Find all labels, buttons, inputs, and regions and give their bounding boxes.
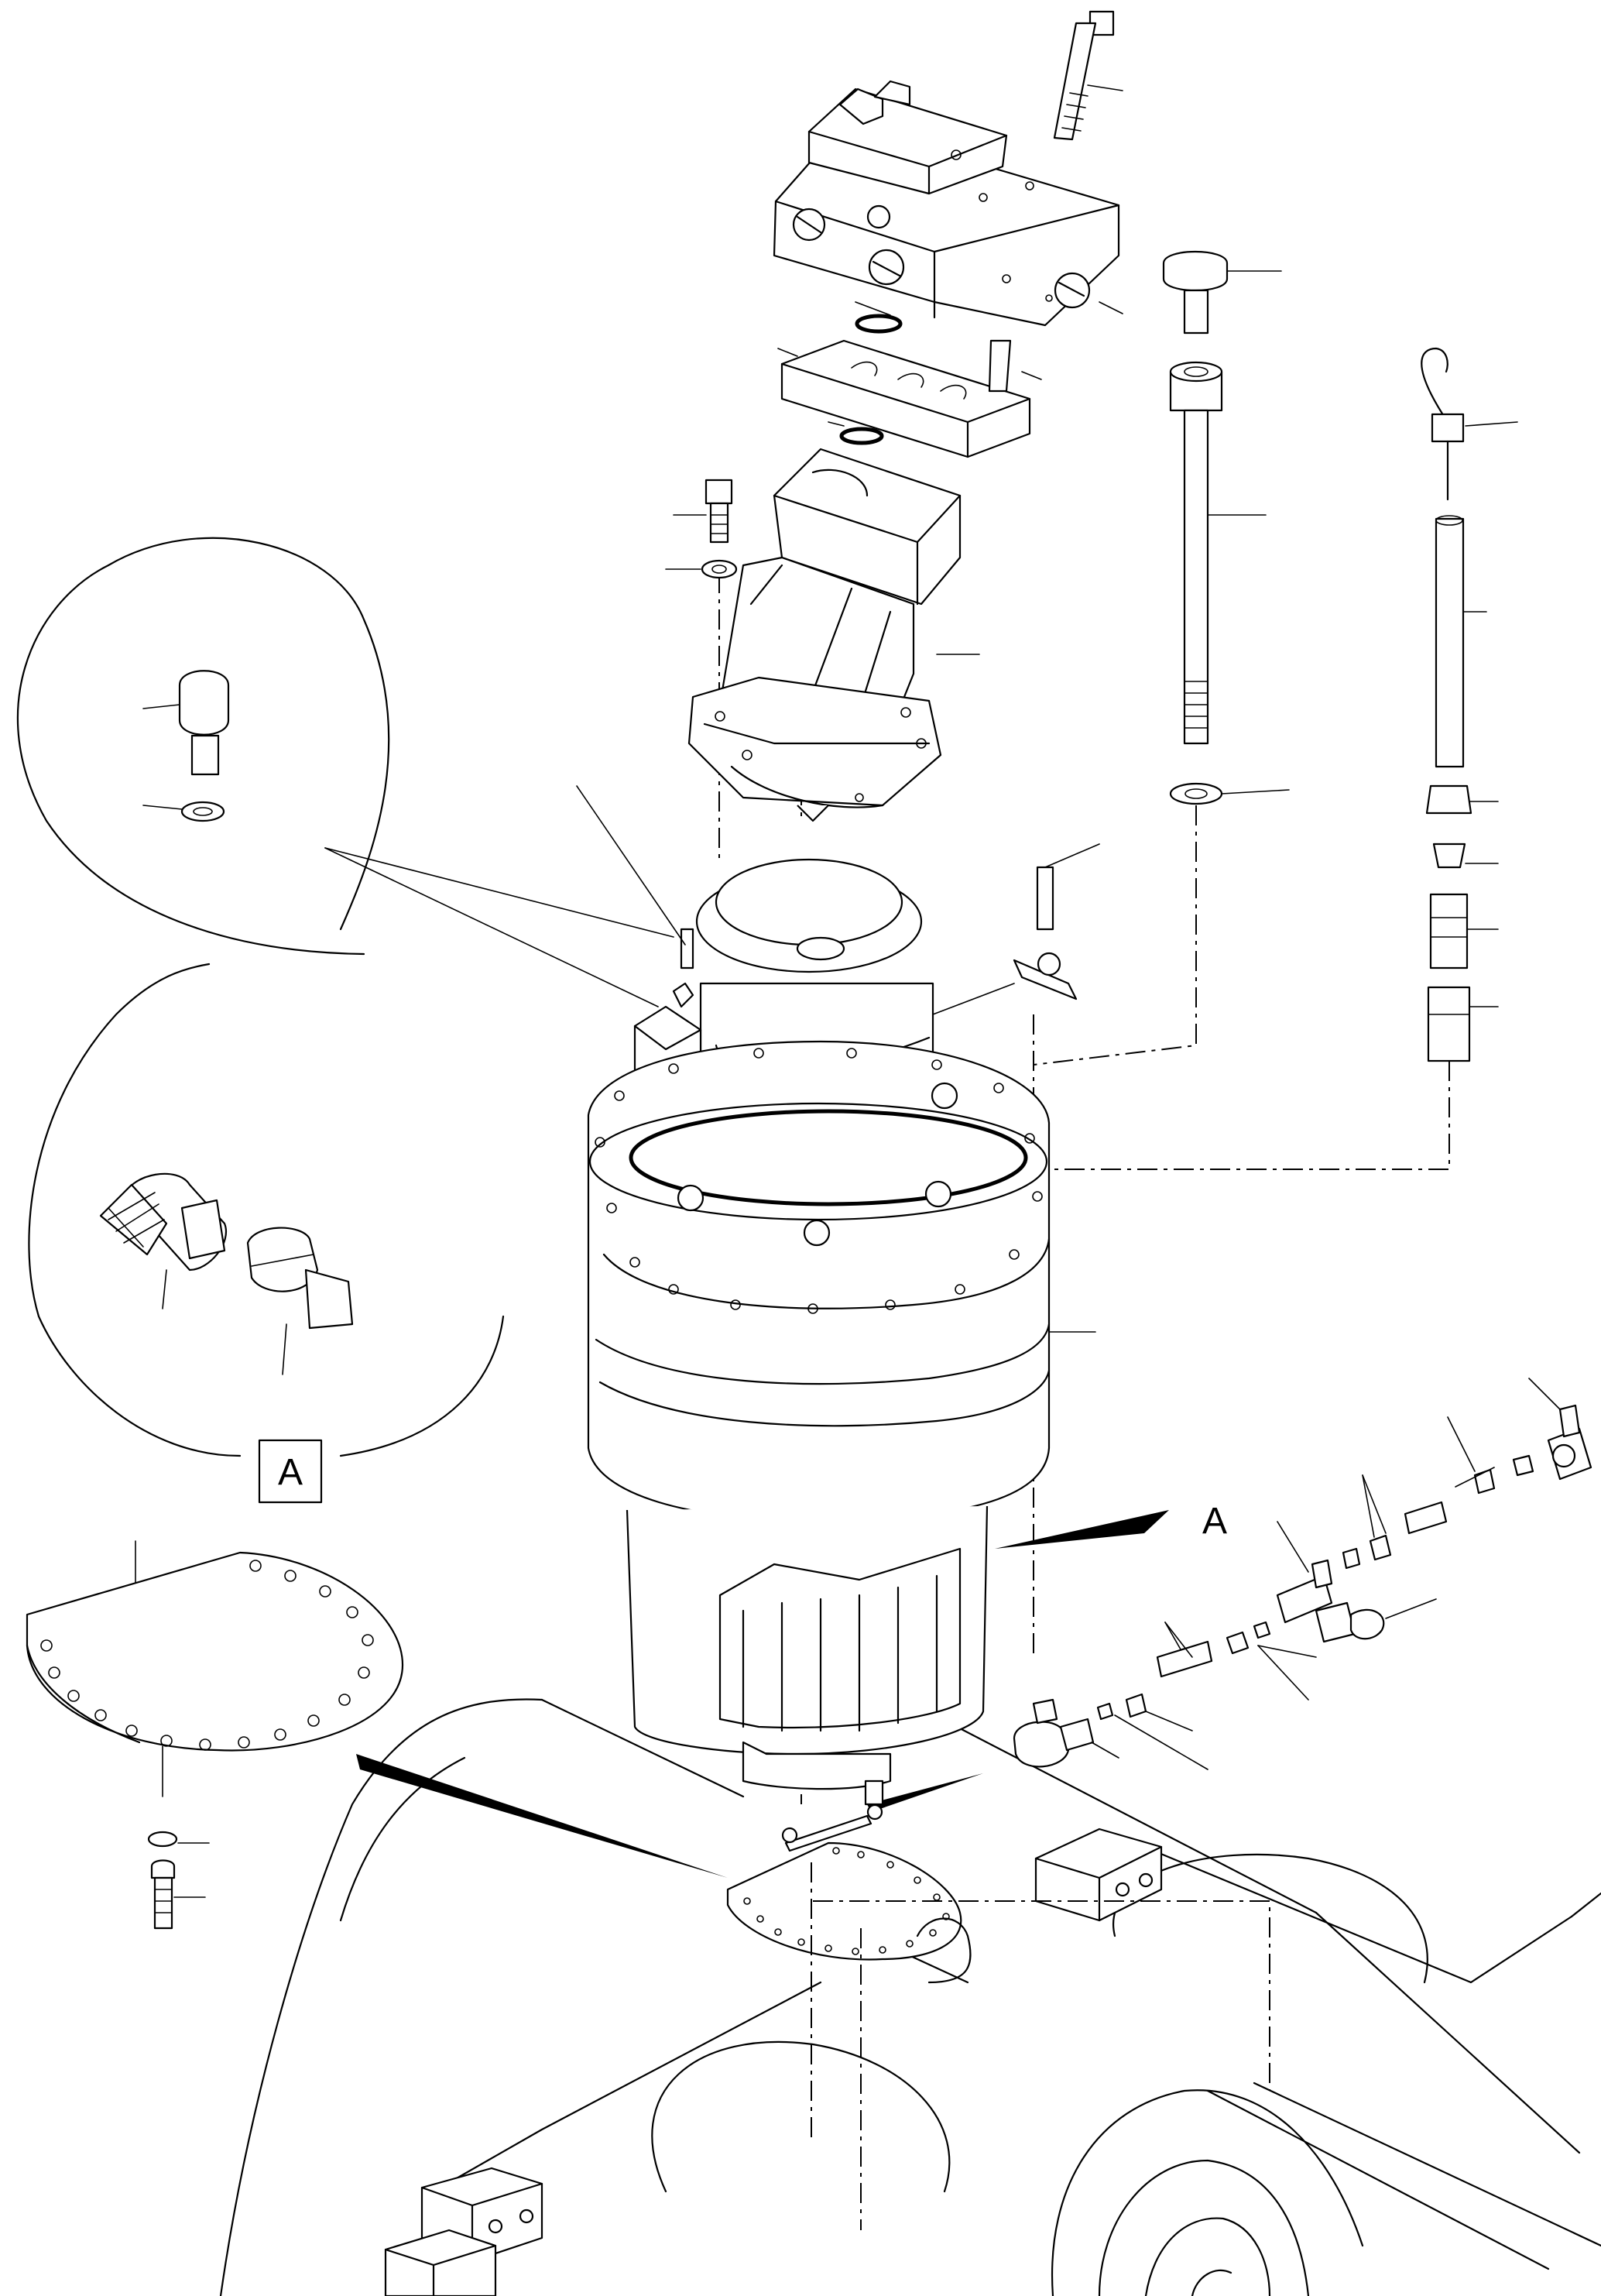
detail-circle-a: A — [28, 963, 505, 1504]
swing-gearbox — [587, 858, 1051, 1790]
detail-box-label: A — [278, 1452, 303, 1493]
leader-lines — [135, 84, 1518, 1898]
grease-tee — [1013, 866, 1078, 1000]
tie-rod — [1169, 361, 1223, 805]
machine-frame — [219, 1679, 1601, 2296]
cover-plate-exploded — [26, 1551, 404, 1930]
spacer-plate — [780, 314, 1031, 458]
valve-block — [773, 80, 1120, 327]
hydraulic-motor — [687, 448, 962, 822]
detail-label-box — [258, 1439, 323, 1504]
dipstick-assembly — [1421, 347, 1472, 1062]
detail-pointer-label: A — [1202, 1501, 1227, 1542]
detail-circle-upper — [16, 537, 390, 956]
knob-cap — [1162, 250, 1229, 335]
bolt-and-washer — [701, 479, 738, 579]
detail-a-pointer: A — [995, 1501, 1227, 1549]
cover-plate-pointer — [356, 1754, 983, 1878]
lube-piping — [781, 1378, 1592, 1852]
cover-plate-installed — [726, 1841, 972, 1984]
long-bolt-top — [1053, 10, 1115, 141]
